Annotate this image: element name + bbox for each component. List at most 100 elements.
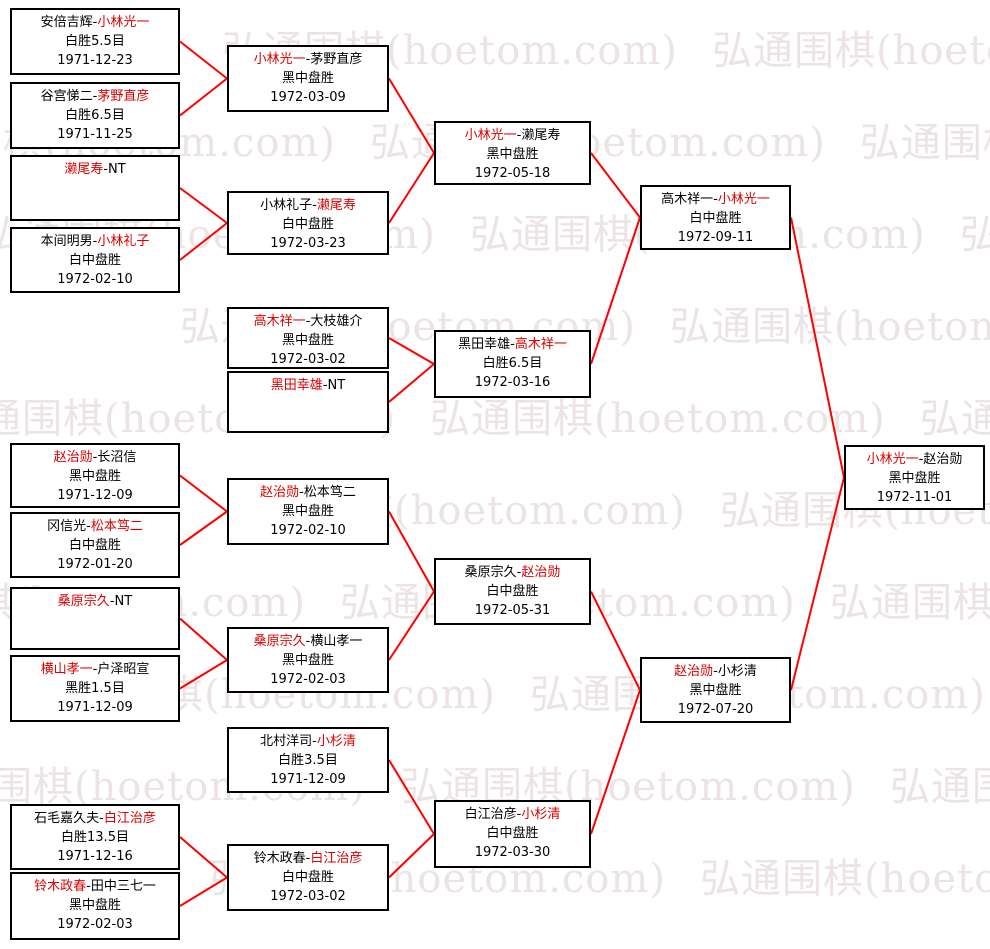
player-name: 安倍吉辉 xyxy=(40,15,93,30)
match-date: 1971-12-16 xyxy=(57,849,133,864)
bracket-line xyxy=(388,833,435,879)
match-result: 黑中盘胜 xyxy=(689,683,742,698)
player-name: 白江治彦 xyxy=(464,807,517,822)
match-result: 黑中盘胜 xyxy=(281,333,334,348)
match-players: 赵治勋-长沼信 xyxy=(12,448,178,467)
match-result: 黑中盘胜 xyxy=(281,504,334,519)
match-box-r2d: 黑田幸雄-NT xyxy=(227,371,389,433)
winner-player-name: 高木祥一 xyxy=(514,337,567,352)
bracket-line xyxy=(179,659,228,690)
bracket-line xyxy=(590,591,641,691)
player-name: 石毛嘉久夫 xyxy=(34,811,100,826)
winner-player-name: 小林光一 xyxy=(253,52,306,67)
watermark-text: 弘通围棋(hoetom.com) xyxy=(699,856,990,902)
bracket-line xyxy=(388,337,435,365)
bracket-line xyxy=(179,836,228,879)
match-date: 1972-03-16 xyxy=(474,375,551,390)
player-name: 黑田幸雄 xyxy=(458,337,511,352)
bracket-line xyxy=(590,217,641,365)
match-players: 小林光一-濑尾寿 xyxy=(436,126,589,145)
bracket-line xyxy=(790,217,845,478)
player-separator: - xyxy=(312,734,317,749)
bracket-line xyxy=(179,876,228,907)
player-name: 北村洋司 xyxy=(260,734,313,749)
match-date: 1972-05-31 xyxy=(474,603,551,618)
match-date: 1971-12-09 xyxy=(57,488,133,503)
match-players: 濑尾寿-NT xyxy=(12,160,178,179)
match-players: 铃木政春-田中三七一 xyxy=(12,877,178,896)
match-players: 小林光一-赵治勋 xyxy=(846,450,983,469)
watermark-text: 弘通围棋(hoetom.com) xyxy=(959,212,990,258)
match-date: 1972-02-03 xyxy=(57,917,133,932)
match-players: 白江治彦-小杉清 xyxy=(436,805,589,824)
winner-player-name: 小林礼子 xyxy=(97,234,150,249)
winner-player-name: 白江治彦 xyxy=(103,811,156,826)
player-separator: - xyxy=(92,450,98,465)
bracket-line xyxy=(179,222,228,261)
winner-player-name: 赵治勋 xyxy=(521,565,561,580)
match-result: 白中盘胜 xyxy=(486,826,539,841)
match-date: 1972-07-20 xyxy=(677,702,754,717)
match-players: 谷宫悌二-茅野直彦 xyxy=(12,87,178,106)
player-separator: - xyxy=(86,519,91,534)
player-separator: - xyxy=(305,52,311,67)
player-separator: - xyxy=(103,162,109,177)
match-date: 1972-09-11 xyxy=(677,230,754,245)
player-separator: - xyxy=(312,198,317,213)
player-separator: - xyxy=(109,594,115,609)
player-name: 户泽昭宣 xyxy=(97,662,150,677)
bracket-line xyxy=(388,363,435,403)
match-date: 1971-12-23 xyxy=(57,53,133,68)
player-name: 谷宫悌二 xyxy=(40,89,93,104)
match-players: 北村洋司-小杉清 xyxy=(229,732,387,751)
player-separator: - xyxy=(516,565,522,580)
player-separator: - xyxy=(305,634,311,649)
bracket-line xyxy=(590,152,641,219)
watermark-text: 弘通围棋(hoetom.com) xyxy=(711,28,990,74)
winner-player-name: 赵治勋 xyxy=(53,450,93,465)
bracket-line xyxy=(388,511,435,592)
player-name: 小林礼子 xyxy=(260,198,313,213)
match-result: 黑中盘胜 xyxy=(888,471,941,486)
match-result: 白胜6.5目 xyxy=(482,356,543,371)
watermark-text: 弘通围棋(hoetom.com) xyxy=(919,396,990,442)
match-date: 1972-03-09 xyxy=(270,90,346,105)
match-result: 白胜6.5目 xyxy=(65,108,125,123)
player-separator: - xyxy=(713,664,718,679)
player-name: 高木祥一 xyxy=(661,192,714,207)
match-result: 黑中盘胜 xyxy=(68,898,121,913)
player-name: 桑原宗久 xyxy=(464,565,517,580)
bracket-line xyxy=(179,187,228,224)
match-date: 1972-05-18 xyxy=(474,166,551,181)
match-result: 白中盘胜 xyxy=(281,870,334,885)
player-separator: - xyxy=(918,452,924,467)
match-players: 桑原宗久-NT xyxy=(12,592,178,611)
winner-player-name: 横山孝一 xyxy=(40,662,93,677)
winner-player-name: 赵治勋 xyxy=(674,664,714,679)
player-separator: - xyxy=(92,15,98,30)
winner-player-name: 松本笃二 xyxy=(90,519,143,534)
match-result: 黑中盘胜 xyxy=(281,71,334,86)
bracket-line xyxy=(179,474,228,513)
match-result: 白胜13.5目 xyxy=(61,830,129,845)
player-separator: - xyxy=(92,662,98,677)
match-box-r2a: 小林光一-茅野直彦黑中盘胜 1972-03-09 xyxy=(227,45,389,112)
match-date: 1972-02-10 xyxy=(57,272,133,287)
winner-player-name: 小林光一 xyxy=(717,192,770,207)
match-players: 桑原宗久-赵治勋 xyxy=(436,563,589,582)
player-name: 茅野直彦 xyxy=(310,52,363,67)
watermark-text: 弘通围棋(hoetom.com) xyxy=(829,580,990,626)
match-players: 横山孝一-户泽昭宣 xyxy=(12,660,178,679)
